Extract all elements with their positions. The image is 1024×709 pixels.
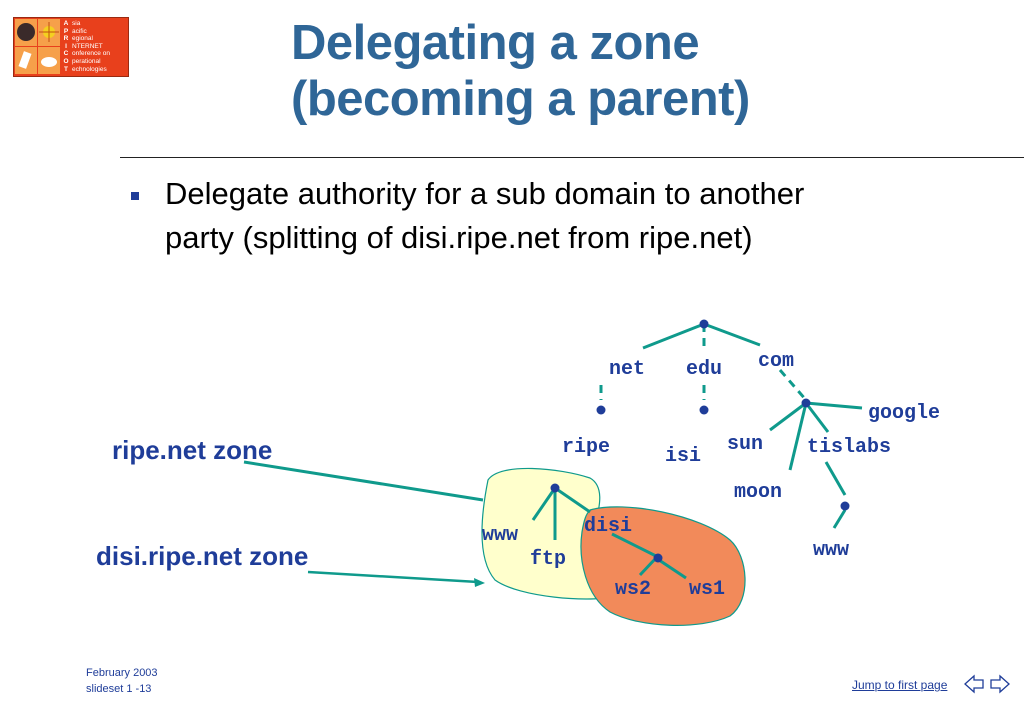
ripe-zone-label: ripe.net zone <box>112 435 272 465</box>
label-sun: sun <box>727 433 763 456</box>
title-divider <box>120 157 1024 158</box>
label-ftp: ftp <box>530 548 566 571</box>
label-com: com <box>758 350 794 373</box>
label-net: net <box>609 358 645 381</box>
label-moon: moon <box>734 481 782 504</box>
edu-node <box>699 405 709 415</box>
label-isi: isi <box>665 445 701 468</box>
root-node <box>699 319 709 329</box>
label-disi: disi <box>584 515 632 538</box>
tislabs-node <box>840 501 850 511</box>
tree-nodes <box>550 319 850 563</box>
label-google: google <box>868 402 940 425</box>
bullet-marker <box>131 192 139 200</box>
jump-to-first-page-link[interactable]: Jump to first page <box>852 678 948 692</box>
footer-slide-number: slideset 1 -13 <box>86 683 152 695</box>
label-tislabs: tislabs <box>807 436 891 459</box>
slide-title-line1: Delegating a zone <box>291 16 700 70</box>
label-ws1: ws1 <box>689 578 725 601</box>
label-www-ripe: www <box>482 524 518 547</box>
slide-title-line2: (becoming a parent) <box>291 72 750 126</box>
footer-date: February 2003 <box>86 667 158 679</box>
bullet-text-line2: party (splitting of disi.ripe.net from r… <box>165 220 753 255</box>
disi-zone-shape <box>580 506 746 626</box>
disi-zone-label: disi.ripe.net zone <box>96 541 308 571</box>
arrow-left-icon[interactable] <box>963 674 985 694</box>
label-ripe: ripe <box>562 436 610 459</box>
logo-graphic <box>15 19 60 74</box>
arrow-right-icon[interactable] <box>989 674 1011 694</box>
com-node <box>801 398 811 408</box>
net-node <box>596 405 606 415</box>
disi-node <box>653 553 663 563</box>
tree-edges <box>243 322 863 580</box>
label-www-tislabs: www <box>813 539 849 562</box>
label-ws2: ws2 <box>615 578 651 601</box>
label-edu: edu <box>686 358 722 381</box>
bullet-text-line1: Delegate authority for a sub domain to a… <box>165 176 805 211</box>
ripe-node <box>550 483 560 493</box>
